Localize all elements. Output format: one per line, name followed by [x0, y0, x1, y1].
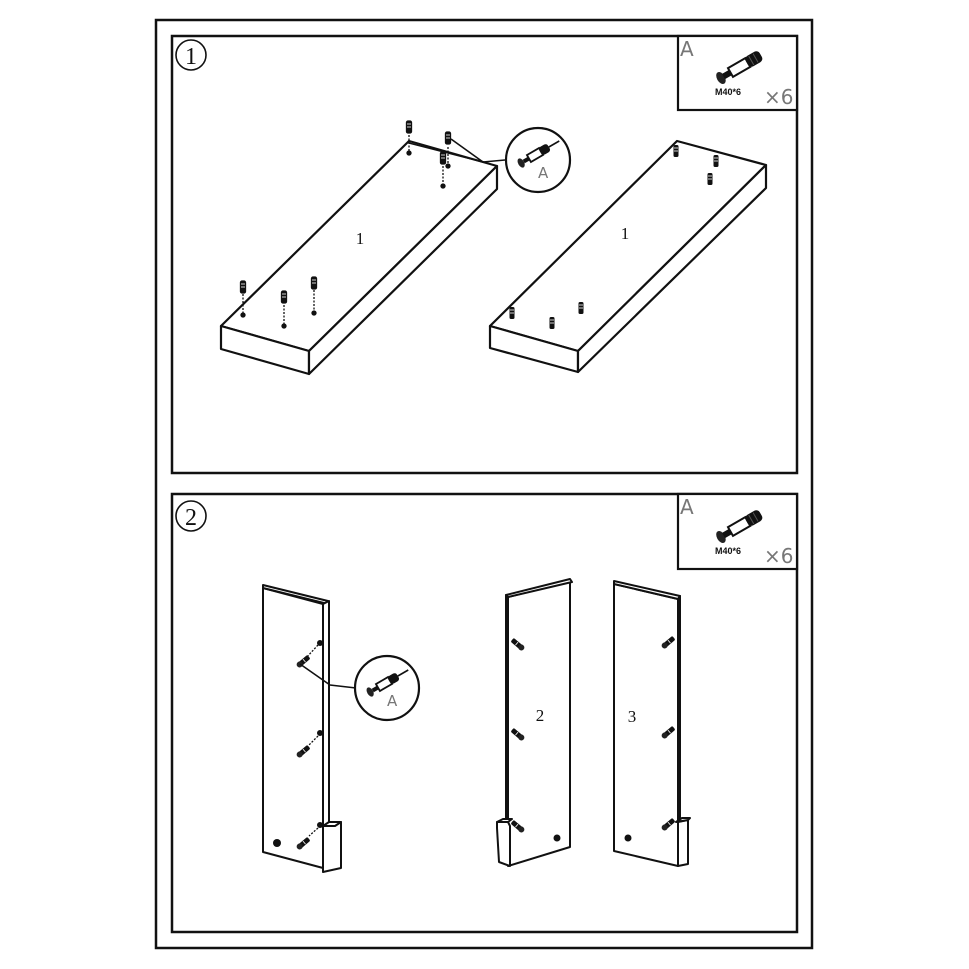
callout-step-2: A — [299, 654, 421, 722]
step-2-number-badge: 2 — [175, 500, 207, 532]
step-1-border — [170, 34, 799, 475]
step-1-panel: 1 A M40*6 ×6 1 — [170, 34, 799, 475]
panel-label-2: 2 — [536, 706, 545, 725]
board-1-right — [488, 139, 768, 374]
callout-step-1: A — [408, 126, 572, 194]
dowels-panel-3 — [624, 635, 677, 842]
step-2-border — [170, 492, 799, 934]
part-code: M40*6 — [715, 87, 741, 97]
callout-letter: A — [387, 692, 398, 710]
side-panel-left — [262, 584, 342, 873]
part-code: M40*6 — [715, 546, 741, 556]
part-quantity: ×6 — [764, 544, 793, 568]
step-2-number: 2 — [185, 505, 197, 531]
step-2-panel: 2 A M40*6 ×6 — [170, 492, 799, 934]
panel-label-3: 3 — [628, 707, 637, 726]
board-label-1b: 1 — [621, 224, 630, 243]
side-panel-2 — [496, 578, 573, 867]
step-1-number-badge: 1 — [175, 39, 207, 71]
part-quantity: ×6 — [764, 85, 793, 109]
bolts-left-board — [239, 120, 452, 329]
board-1-left — [219, 139, 499, 376]
parts-letter: A — [680, 495, 694, 519]
outer-frame — [154, 18, 814, 950]
step-2-parts-box: A M40*6 ×6 — [676, 492, 799, 571]
board-label-1a: 1 — [356, 229, 365, 248]
step-1-parts-box: A M40*6 ×6 — [676, 34, 799, 112]
side-panel-3 — [613, 580, 691, 867]
step-1-number: 1 — [185, 44, 197, 70]
parts-letter: A — [680, 37, 694, 61]
callout-letter: A — [538, 164, 549, 182]
dowels-left-panel — [273, 640, 323, 852]
dowels-panel-2 — [509, 637, 561, 842]
